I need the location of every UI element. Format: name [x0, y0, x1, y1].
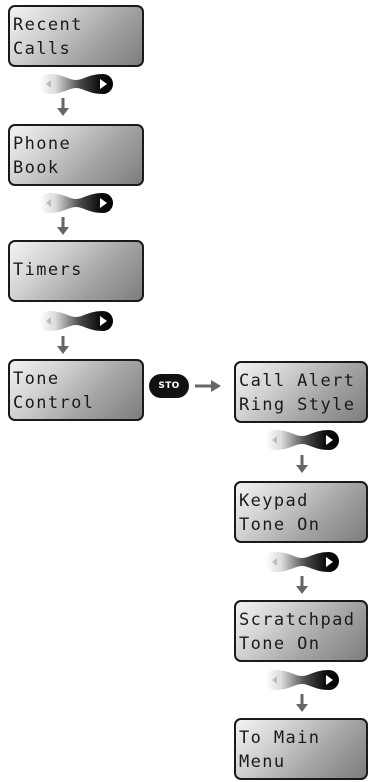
- lcd-keypad-tone-on: Keypad Tone On: [234, 481, 368, 543]
- arrow-down-icon: [57, 336, 69, 354]
- lcd-timers: Timers: [8, 240, 144, 302]
- lcd-line-2: Calls: [13, 39, 72, 59]
- store-key: STO: [149, 374, 189, 398]
- scroll-right-key-icon: [263, 428, 341, 452]
- lcd-line-1: Tone: [13, 369, 60, 389]
- lcd-line-2: Tone On: [239, 634, 321, 654]
- arrow-right-icon: [195, 380, 221, 392]
- scroll-right-key-icon: [37, 72, 115, 96]
- lcd-line-1: Keypad: [239, 491, 309, 511]
- lcd-line-1: Timers: [13, 260, 83, 280]
- lcd-line-1: Scratchpad: [239, 610, 356, 630]
- lcd-line-1: Phone: [13, 134, 72, 154]
- lcd-call-alert-ring-style: Call Alert Ring Style: [234, 361, 368, 423]
- lcd-phone-book: Phone Book: [8, 124, 144, 186]
- scroll-right-key-icon: [37, 309, 115, 333]
- arrow-down-icon: [296, 455, 308, 473]
- lcd-line-1: Call Alert: [239, 371, 356, 391]
- lcd-line-2: Book: [13, 158, 60, 178]
- arrow-down-icon: [296, 694, 308, 712]
- lcd-line-2: Menu: [239, 752, 286, 772]
- arrow-down-icon: [57, 217, 69, 235]
- lcd-line-2: Tone On: [239, 515, 321, 535]
- lcd-line-2: Ring Style: [239, 395, 356, 415]
- scroll-right-key-icon: [263, 550, 341, 574]
- lcd-line-1: Recent: [13, 15, 83, 35]
- lcd-recent-calls: Recent Calls: [8, 5, 144, 67]
- lcd-to-main-menu: To Main Menu: [234, 718, 368, 780]
- store-key-label: STO: [158, 381, 180, 391]
- lcd-line-2: Control: [13, 393, 95, 413]
- scroll-right-key-icon: [37, 191, 115, 215]
- lcd-line-1: To Main: [239, 728, 321, 748]
- arrow-down-icon: [296, 576, 308, 594]
- lcd-scratchpad-tone-on: Scratchpad Tone On: [234, 600, 368, 662]
- arrow-down-icon: [57, 98, 69, 116]
- lcd-tone-control: Tone Control: [8, 359, 144, 421]
- scroll-right-key-icon: [263, 668, 341, 692]
